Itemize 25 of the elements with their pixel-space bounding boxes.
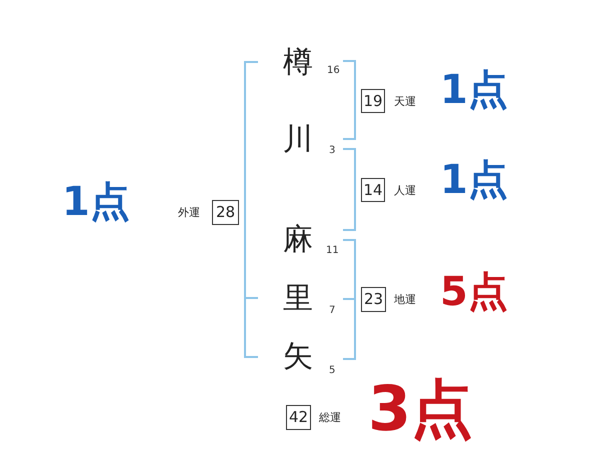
number-box: 28	[212, 200, 239, 225]
name-character: 麻	[283, 225, 313, 255]
stroke-count: 7	[329, 306, 336, 316]
name-character: 川	[283, 125, 313, 155]
fortune-label: 外運	[178, 207, 200, 218]
score-text: 1点	[440, 70, 508, 110]
score-text: 1点	[440, 160, 508, 200]
stroke-count: 16	[327, 66, 340, 76]
stroke-count: 5	[329, 366, 336, 376]
number-box: 23	[361, 287, 386, 312]
stroke-count: 11	[326, 246, 339, 256]
stroke-count: 3	[329, 146, 336, 156]
fortune-label: 地運	[394, 294, 416, 305]
name-character: 矢	[283, 342, 313, 372]
name-character: 樽	[283, 48, 313, 78]
fortune-label: 天運	[394, 96, 416, 107]
score-text: 5点	[440, 272, 508, 312]
name-character: 里	[283, 284, 313, 314]
number-box: 42	[286, 405, 311, 430]
fortune-label: 総運	[319, 412, 341, 423]
score-text: 1点	[62, 182, 130, 222]
score-text: 3点	[368, 378, 474, 440]
fortune-label: 人運	[394, 185, 416, 196]
number-box: 14	[361, 178, 385, 202]
number-box: 19	[361, 89, 385, 113]
